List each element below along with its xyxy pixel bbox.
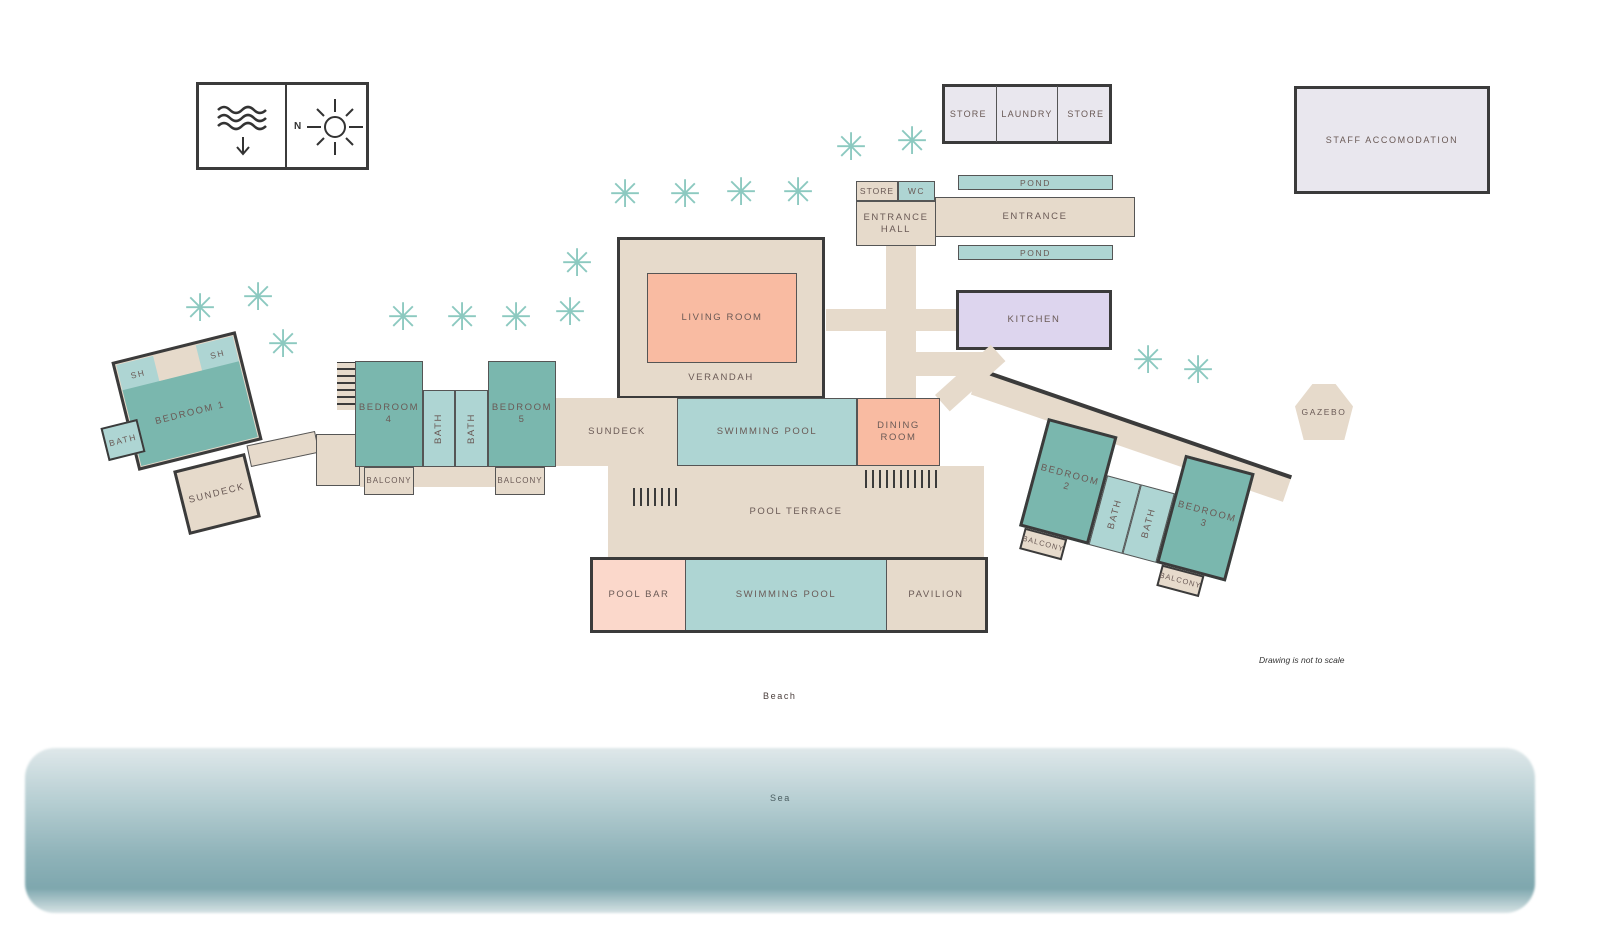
bedroom-5: Bedroom 5 bbox=[488, 361, 556, 467]
sundeck-center: Sundeck bbox=[556, 398, 678, 466]
bedroom-3: Bedroom 3 bbox=[1156, 454, 1255, 582]
sundeck-west: Sundeck bbox=[173, 453, 261, 535]
pond: Pond bbox=[958, 245, 1113, 260]
swimming-pool-upper: Swimming Pool bbox=[677, 398, 857, 466]
palm-tree-icon: ✳ bbox=[267, 324, 299, 366]
walkway bbox=[316, 434, 360, 486]
store-room: Store bbox=[1067, 109, 1105, 119]
staff-accommodation: Staff Accomodation bbox=[1294, 86, 1490, 194]
compass-legend: N bbox=[196, 82, 369, 170]
palm-tree-icon: ✳ bbox=[782, 172, 814, 214]
east-block: Bedroom 2 Bath Bath Bedroom 3 Balcony Ba… bbox=[1017, 418, 1255, 598]
laundry-room: Laundry bbox=[996, 86, 1058, 142]
dining-room: Dining Room bbox=[857, 398, 940, 466]
gazebo: Gazebo bbox=[1295, 384, 1353, 440]
entrance-hall: Entrance Hall bbox=[856, 201, 936, 246]
sea-label: Sea bbox=[770, 793, 791, 803]
stairs[interactable] bbox=[337, 362, 355, 410]
palm-tree-icon: ✳ bbox=[446, 297, 478, 339]
palm-tree-icon: ✳ bbox=[184, 288, 216, 330]
palm-tree-icon: ✳ bbox=[387, 297, 419, 339]
sea-waves-icon bbox=[217, 105, 267, 156]
balcony: Balcony bbox=[495, 467, 545, 495]
palm-tree-icon: ✳ bbox=[1182, 350, 1214, 392]
bath-label: Bath bbox=[465, 412, 477, 445]
palm-tree-icon: ✳ bbox=[554, 292, 586, 334]
kitchen: Kitchen bbox=[956, 290, 1112, 350]
arrow-down-icon bbox=[236, 137, 250, 156]
bath-label: Bath bbox=[1138, 507, 1158, 540]
scale-note: Drawing is not to scale bbox=[1259, 655, 1345, 665]
living-room: Living Room bbox=[647, 273, 797, 363]
lower-pool-frame: Pool Bar Swimming Pool Pavilion bbox=[590, 557, 988, 633]
balcony: Balcony bbox=[364, 467, 414, 495]
palm-tree-icon: ✳ bbox=[725, 172, 757, 214]
corridor bbox=[826, 309, 958, 331]
stairs[interactable] bbox=[628, 488, 680, 506]
bath-label: Bath bbox=[433, 412, 444, 445]
service-block: Store Laundry Store bbox=[942, 84, 1112, 144]
north-label: N bbox=[294, 121, 302, 132]
store-room: Store bbox=[856, 181, 898, 201]
swimming-pool-lower: Swimming Pool bbox=[685, 560, 887, 630]
beach-label: Beach bbox=[763, 691, 797, 701]
bath: Bath bbox=[423, 390, 455, 467]
palm-tree-icon: ✳ bbox=[1132, 340, 1164, 382]
stairs[interactable] bbox=[860, 470, 940, 488]
pool-bar: Pool Bar bbox=[593, 560, 685, 630]
palm-tree-icon: ✳ bbox=[835, 127, 867, 169]
palm-tree-icon: ✳ bbox=[500, 297, 532, 339]
palm-tree-icon: ✳ bbox=[896, 121, 928, 163]
sun-icon bbox=[307, 99, 363, 155]
verandah-label: Verandah bbox=[688, 372, 754, 383]
pavilion: Pavilion bbox=[887, 560, 985, 630]
palm-tree-icon: ✳ bbox=[669, 174, 701, 216]
palm-tree-icon: ✳ bbox=[561, 243, 593, 285]
store-room: Store bbox=[949, 109, 987, 119]
entrance: Entrance bbox=[935, 197, 1135, 237]
wc-room: WC bbox=[898, 181, 935, 201]
bath: Bath bbox=[455, 390, 488, 467]
sea bbox=[25, 748, 1535, 913]
palm-tree-icon: ✳ bbox=[609, 174, 641, 216]
bath-label: Bath bbox=[1104, 498, 1124, 531]
bedroom-4: Bedroom 4 bbox=[355, 361, 423, 467]
palm-tree-icon: ✳ bbox=[242, 277, 274, 319]
pond: Pond bbox=[958, 175, 1113, 190]
